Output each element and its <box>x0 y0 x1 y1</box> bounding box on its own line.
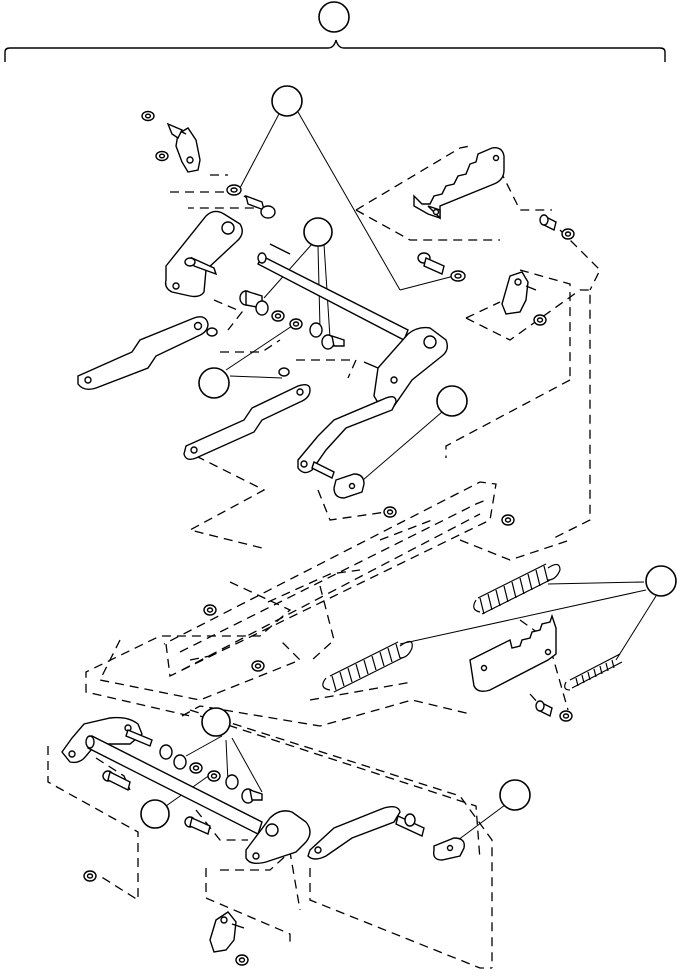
lever-arm-upper-left <box>77 316 218 391</box>
washer-ratchet-lower <box>559 710 573 722</box>
bushing-upper-4 <box>321 334 345 350</box>
washer-upper-2 <box>289 318 303 330</box>
nut-top-left <box>155 150 169 162</box>
lock-plate-top-left <box>169 125 201 173</box>
spring-upper-right <box>473 563 561 615</box>
explosion-dashed-lines <box>47 145 601 969</box>
washer-frame-2 <box>501 514 515 526</box>
lock-plate-bottom <box>209 911 245 953</box>
bushing-upper-2 <box>255 300 269 316</box>
base-channel-frame <box>163 481 497 677</box>
nut-bottom <box>235 954 249 966</box>
lock-plate-right <box>501 271 537 315</box>
washer-lower-1 <box>189 762 203 774</box>
callout-screw-set <box>271 85 303 117</box>
screw-lower-left <box>102 770 131 792</box>
washer-upper-screw <box>226 184 242 196</box>
bushing-upper-3 <box>309 322 323 338</box>
washer-frame-3 <box>203 604 217 616</box>
screw-lower-middle <box>184 816 211 835</box>
callout-link-lower <box>499 779 531 811</box>
cross-shaft-lower <box>85 729 263 835</box>
washer-upper-1 <box>271 310 285 322</box>
callout-leaders <box>165 111 657 847</box>
pivot-bracket-right <box>363 326 449 410</box>
pivot-plate-lower-right <box>245 810 311 865</box>
spring-small-right <box>564 653 623 691</box>
callout-assembly <box>318 1 350 33</box>
bushing-lower-2 <box>173 754 187 770</box>
nut-right <box>533 314 547 326</box>
nut-lower-left <box>83 870 97 882</box>
callout-washer-set-lower <box>140 799 170 829</box>
bushing-lower-3 <box>225 774 239 790</box>
bushing-lower-4 <box>241 788 263 804</box>
pivot-plate-left <box>164 210 243 298</box>
washer-middle <box>450 270 466 282</box>
assembly-bracket <box>4 39 666 62</box>
pin-ratchet-upper <box>539 214 557 232</box>
link-bar-middle <box>183 367 311 461</box>
washer-ratchet-upper <box>561 228 575 240</box>
callout-spring-set <box>645 565 677 597</box>
lever-arm-lower-right <box>307 805 425 860</box>
washer-top-left-1 <box>141 110 155 122</box>
pivot-plate-lower-left <box>61 716 143 764</box>
callout-bushing-set-lower <box>201 707 231 737</box>
ratchet-plate-upper <box>413 146 505 220</box>
callout-bushing-set-upper <box>303 217 333 247</box>
ratchet-plate-lower <box>469 613 557 693</box>
lever-arm-right <box>297 395 397 479</box>
washer-frame-1 <box>383 506 397 518</box>
spring-middle <box>322 640 413 693</box>
screw-upper-left <box>244 194 276 219</box>
washer-frame-4 <box>251 660 265 672</box>
bushing-lower-1 <box>159 744 173 760</box>
callout-link-upper <box>436 385 468 417</box>
screw-middle <box>417 252 445 275</box>
stud-top-left <box>166 122 183 140</box>
cross-shaft-upper <box>257 243 409 341</box>
end-tab-upper <box>333 473 365 499</box>
pin-ratchet-lower <box>535 700 553 718</box>
end-tab-lower <box>432 837 465 861</box>
callout-washer-set-upper <box>198 367 230 399</box>
washer-lower-2 <box>207 770 221 782</box>
